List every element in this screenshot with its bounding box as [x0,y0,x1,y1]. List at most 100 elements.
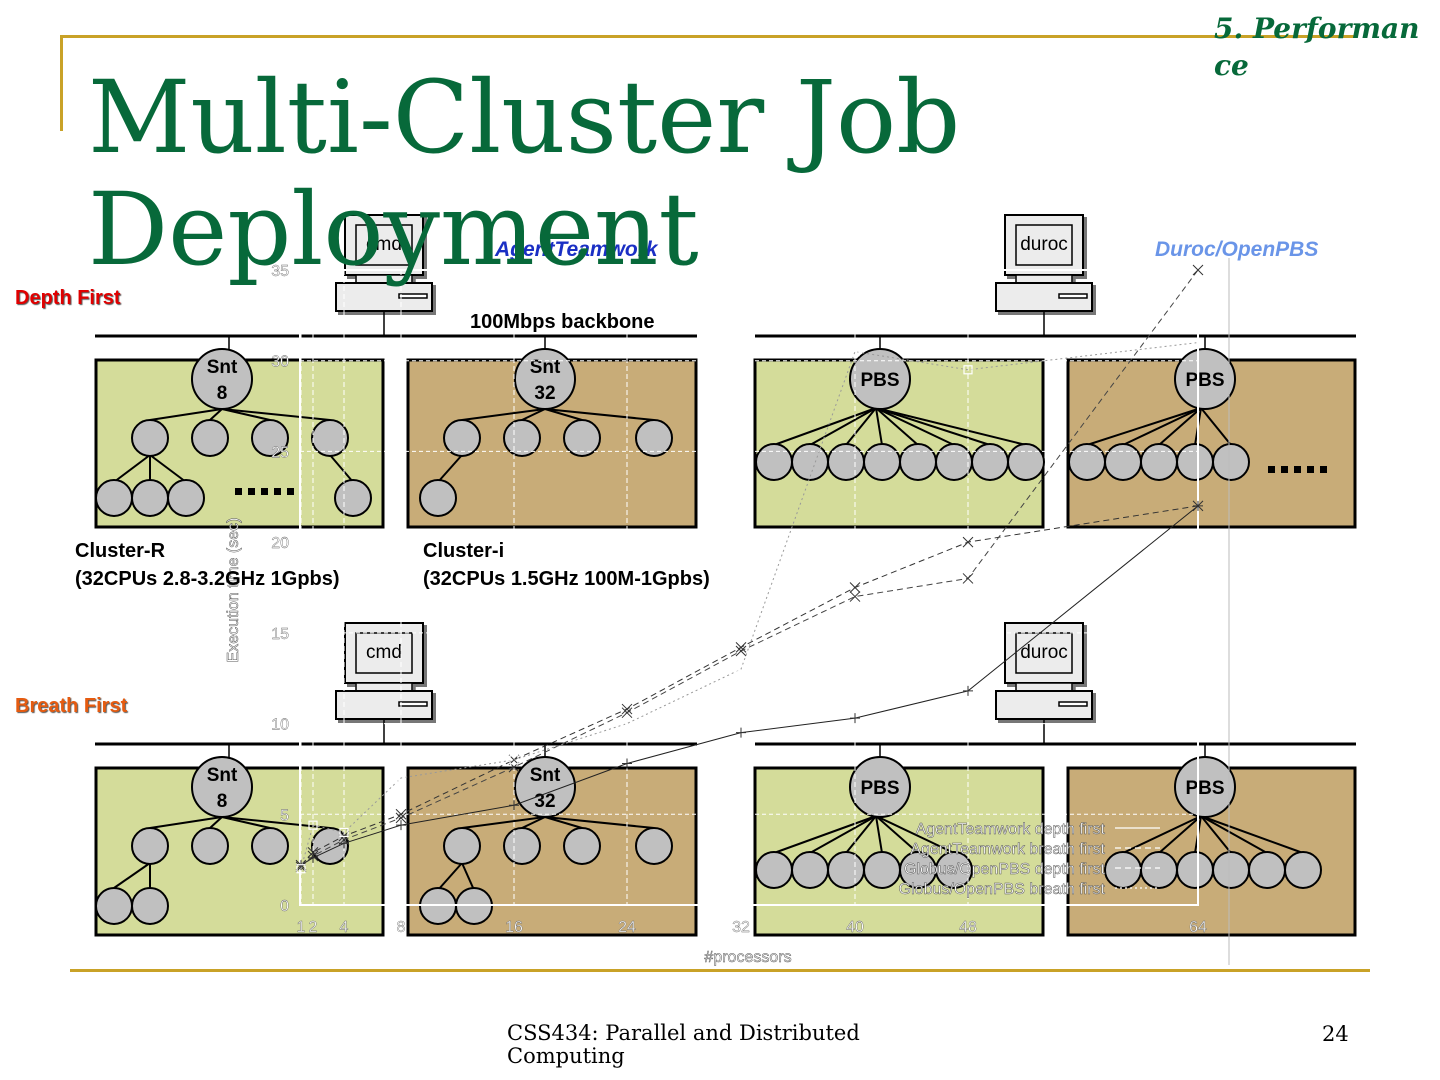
data-point-square [736,664,746,674]
backbone-label: 100Mbps backbone [470,311,655,333]
ellipsis-dot [274,488,281,495]
cluster-i-caption: Cluster-i (32CPUs 1.5GHz 100M-1Gpbs) [423,537,710,593]
link-line [845,815,877,854]
compute-node [251,827,289,865]
y-tick-label: 30 [271,354,289,371]
series-line [300,505,1199,866]
sentinel-8-label-2: 8 [217,791,228,812]
compute-node [1176,443,1214,481]
link-line [1200,407,1232,446]
data-point-plus [850,713,860,724]
data-point-square [622,718,632,729]
y-axis-label: Execution time (sec) [225,518,242,663]
ellipsis-dot [1294,466,1301,473]
y-tick-label: 25 [271,444,289,461]
link-line [461,816,546,829]
data-point-plus [963,685,973,696]
data-point-x [849,582,861,593]
link-line [221,816,331,829]
compute-node [1104,851,1142,889]
compute-node [971,443,1009,481]
link-line [875,407,1027,446]
drive-slot [1058,293,1088,299]
compute-node [131,827,169,865]
x-tick-label: 48 [959,919,977,936]
cmd-computer-label: cmd [366,234,402,255]
pbs-node [1174,756,1236,818]
y-tick-label: 20 [271,535,289,552]
ellipsis-dot [1281,466,1288,473]
link-line [809,407,877,446]
monitor-stand [1015,682,1073,692]
ellipsis-dot [1268,466,1275,473]
series-line [300,269,1199,868]
compute-node [503,419,541,457]
left-rule [60,35,63,131]
link-line [437,862,463,891]
ellipsis-dot [261,488,268,495]
data-point-x [1192,500,1204,512]
y-tick-label: 10 [271,717,289,734]
data-point-x [395,808,407,820]
data-point-x [395,812,407,824]
page-number: 24 [1322,1022,1349,1046]
data-point-square [963,365,973,375]
link-line [1122,407,1202,446]
x-tick-label: 4 [340,919,349,936]
drive-slot [398,293,428,299]
data-point-square [308,820,318,830]
link-line [149,816,223,829]
compute-node [563,827,601,865]
compute-node [827,851,865,889]
monitor-screen [355,224,413,266]
pbs-node-label: PBS [860,778,899,799]
compute-node [635,827,673,865]
compute-node [935,851,973,889]
link-line [461,862,475,891]
compute-node [443,419,481,457]
link-line [875,815,919,854]
link-line [1158,407,1202,446]
legend-entry: AgentTeamwork depth first [916,821,1106,838]
ellipsis-dot [287,488,294,495]
sentinel-8-label-1: Snt [207,765,238,786]
series-line [300,342,1199,869]
legend-entry: Globus/OpenPBS depth first [904,861,1106,878]
cmd-computer: cmd [335,622,433,720]
compute-node [191,419,229,457]
data-point-x [962,536,974,548]
link-line [209,408,223,421]
pbs-node [849,756,911,818]
compute-node [863,851,901,889]
link-line [113,454,151,483]
legend-entry: AgentTeamwork breath first [910,841,1105,858]
data-point-x [621,707,633,719]
link-line [845,407,877,446]
compute-node [1284,851,1322,889]
x-tick-label: 64 [1189,919,1207,936]
sentinel-8 [191,756,253,818]
compute-node [95,887,133,925]
y-tick-label: 35 [271,263,289,280]
compute-node [167,479,205,517]
compute-node [863,443,901,481]
link-line [221,816,271,829]
compute-node [791,851,829,889]
link-line [113,862,151,889]
sentinel-32-label-2: 32 [534,383,555,404]
link-line [521,408,546,421]
series-line [300,505,1199,866]
data-point-square [1193,337,1203,348]
cluster-i-name: Cluster-i [423,540,505,562]
data-point-square [850,347,860,357]
data-point-plus [509,800,519,811]
data-point-x [1192,264,1204,276]
data-point-x [621,703,633,715]
link-line [544,408,655,421]
drive-slot [1058,701,1088,707]
section-label: 5. Performance [1214,12,1420,82]
link-line [1200,815,1232,854]
compute-node [1212,443,1250,481]
data-point-x [849,591,861,602]
